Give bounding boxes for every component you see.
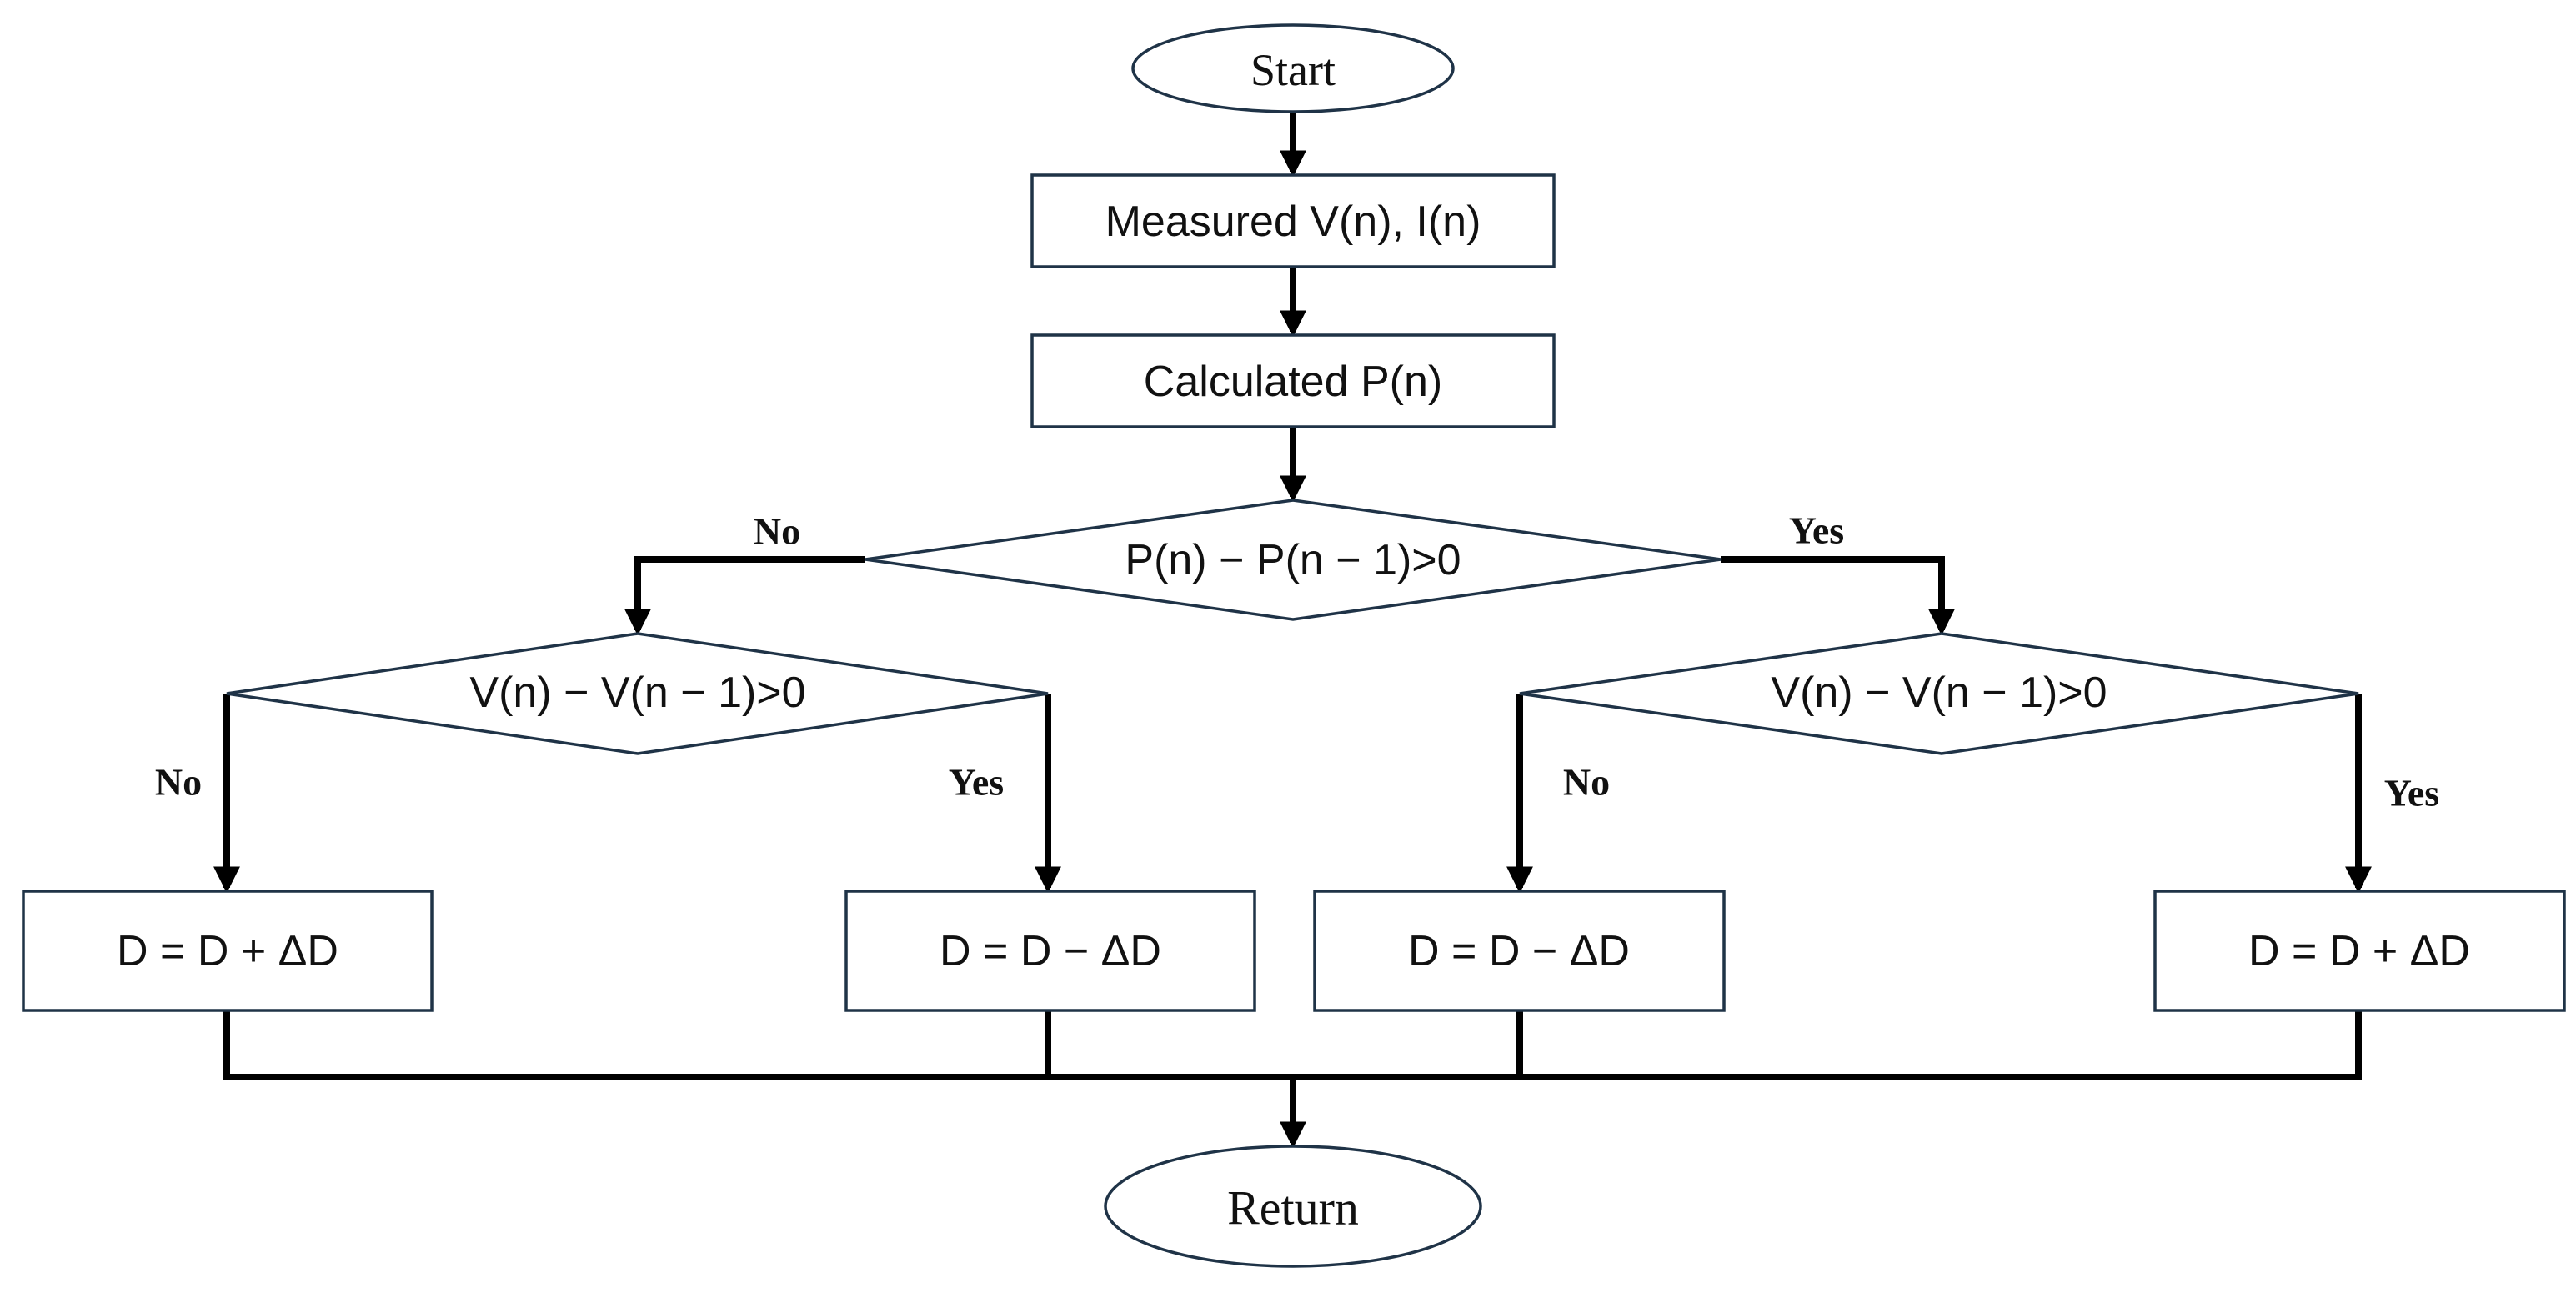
nodes [22,23,2566,1268]
return-label: Return [1227,1181,1359,1235]
power-check-label: P(n) − P(n − 1)>0 [1125,536,1461,584]
left-voltage-check-diamond [226,632,1049,755]
measure-box [1030,173,1556,268]
start-terminal [1131,23,1455,113]
right-voltage-check-label: V(n) − V(n − 1)>0 [1771,669,2107,717]
left-voltage-check-label: V(n) − V(n − 1)>0 [469,669,805,717]
action-2-box [844,890,1256,1012]
return-terminal [1104,1145,1482,1268]
action-1-label: D = D + ΔD [117,927,338,975]
measure-label: Measured V(n), I(n) [1105,198,1481,246]
left-yes-label: Yes [949,761,1004,804]
power-yes-label: Yes [1789,509,1844,552]
connectors [213,112,2372,1149]
right-yes-label: Yes [2384,772,2439,814]
arrow-power-no-to-left-decision [624,556,865,636]
action-3-label: D = D − ΔD [1408,927,1630,975]
calculate-label: Calculated P(n) [1144,358,1442,406]
action-3-box [1313,890,1726,1012]
action-2-label: D = D − ΔD [940,927,1161,975]
power-check-diamond [865,499,1722,621]
right-no-label: No [1563,761,1610,804]
node-labels: Start Measured V(n), I(n) Calculated P(n… [117,45,2470,1235]
arrow-power-yes-to-right-decision [1721,556,1955,636]
left-no-label: No [155,761,202,804]
action-4-label: D = D + ΔD [2248,927,2470,975]
power-no-label: No [754,510,800,553]
edge-labels: No Yes No Yes No Yes [155,509,2439,814]
action-4-box [2153,890,2566,1012]
action-1-box [22,890,434,1012]
right-voltage-check-diamond [1519,632,2359,755]
calculate-box [1030,333,1556,428]
start-label: Start [1250,45,1336,95]
